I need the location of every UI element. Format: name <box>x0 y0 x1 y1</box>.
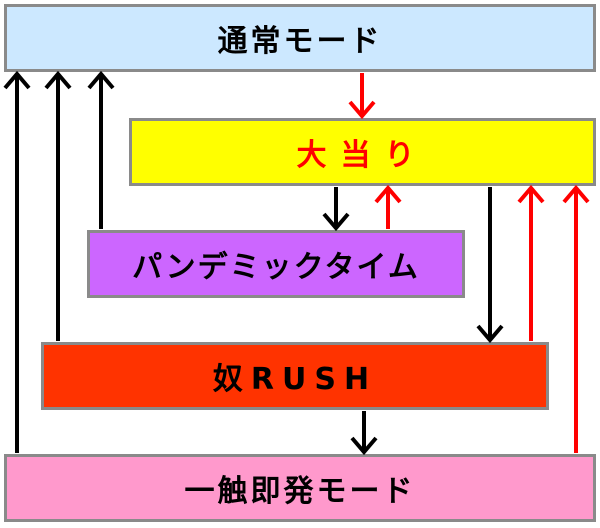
arrow-head-icon <box>374 184 402 204</box>
arrow-rush-to-normal <box>44 70 72 341</box>
node-normal-mode: 通常モード <box>4 4 596 72</box>
arrow-head-icon <box>322 212 350 232</box>
arrow-head-icon <box>476 324 504 344</box>
arrow-head-icon <box>517 184 545 204</box>
node-big-hit: 大当り <box>129 118 596 186</box>
arrow-normal-to-bonus <box>348 73 376 120</box>
arrow-head-icon <box>562 184 590 204</box>
arrow-ichoku-to-normal <box>3 70 31 453</box>
arrow-head-icon <box>348 100 376 120</box>
arrow-head-icon <box>87 70 115 90</box>
arrow-bonus-to-pandemic <box>322 187 350 232</box>
node-ichoku-mode-label: 一触即発モード <box>184 474 416 509</box>
node-pandemic-time-label: パンデミックタイム <box>132 250 420 285</box>
arrow-rush-to-bonus <box>517 184 545 341</box>
arrow-pandemic-to-normal <box>87 70 115 229</box>
node-ichoku-mode: 一触即発モード <box>4 454 596 522</box>
arrow-pandemic-to-bonus <box>374 184 402 229</box>
arrow-bonus-to-rush <box>476 187 504 344</box>
node-normal-mode-label: 通常モード <box>217 24 383 59</box>
arrow-rush-to-ichoku <box>350 411 378 456</box>
node-pandemic-time: パンデミックタイム <box>87 230 465 298</box>
node-yatsu-rush: 奴RUSH <box>41 342 549 410</box>
node-yatsu-rush-label: 奴RUSH <box>212 362 378 397</box>
node-big-hit-label: 大当り <box>296 138 429 173</box>
arrow-head-icon <box>44 70 72 90</box>
arrow-head-icon <box>3 70 31 90</box>
arrow-ichoku-to-bonus <box>562 184 590 453</box>
arrow-head-icon <box>350 436 378 456</box>
